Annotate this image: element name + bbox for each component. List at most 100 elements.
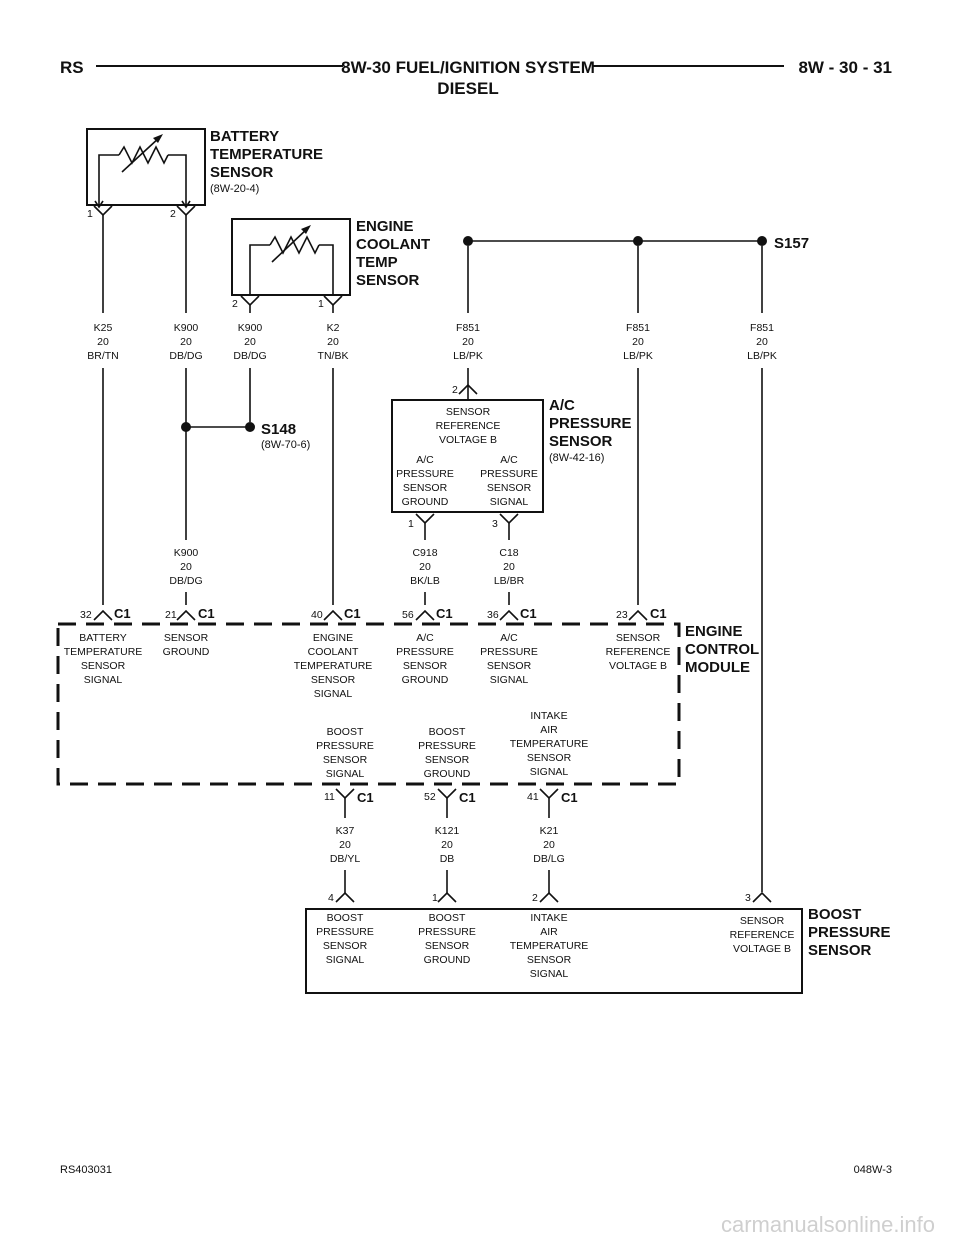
wire-color: LB/PK [623,350,653,362]
pin-number: 32 [80,609,92,621]
wire-circuit: F851 [626,322,650,334]
engine-control-module[interactable]: ENGINE CONTROL MODULE 32 C1 BATTERY TEMP… [56,606,759,805]
ecm-pin-21[interactable]: 21 C1 SENSOR GROUND [163,606,215,658]
connector-pin-symbol [539,891,559,903]
connector-pin-symbol [499,513,519,525]
connector-id: C1 [650,606,667,621]
pin-function-label: SIGNAL [314,688,353,700]
boost-pin-4[interactable]: 4 BOOST PRESSURE SENSOR SIGNAL [316,891,374,966]
wire-color: DB [440,853,455,865]
wire-label-k2: K2 20 TN/BK [318,322,349,362]
pin-function-label: GROUND [402,674,449,686]
pin-function-label: SENSOR [425,754,470,766]
pin-number: 4 [328,892,334,904]
pin-function-label: SIGNAL [326,954,365,966]
pin-number: 1 [318,298,324,310]
engine-coolant-temp-sensor[interactable]: ENGINE COOLANT TEMP SENSOR 2 1 [231,218,430,310]
thermistor-icon [269,235,320,255]
ecm-pin-56[interactable]: 56 C1 A/C PRESSURE SENSOR GROUND [396,606,454,686]
pin-function-label: BATTERY [79,632,126,644]
pin-function-label: PRESSURE [418,740,476,752]
pin-function-label: BOOST [327,912,364,924]
ac-pressure-sensor[interactable]: 2 SENSOR REFERENCE VOLTAGE B A/C PRESSUR… [391,383,632,530]
pin-number: 41 [527,791,539,803]
pin-function-label: SENSOR [740,915,785,927]
ecm-pin-36[interactable]: 36 C1 A/C PRESSURE SENSOR SIGNAL [480,606,538,686]
pin-function-label: TEMPERATURE [294,660,373,672]
pin-number: 36 [487,609,499,621]
wire-circuit: K900 [174,322,199,334]
ecm-pin-11[interactable]: BOOST PRESSURE SENSOR SIGNAL 11 C1 [316,726,374,805]
pin-function-label: BOOST [429,726,466,738]
boost-pin-3[interactable]: 3 SENSOR REFERENCE VOLTAGE B [730,891,795,955]
wire-gauge: 20 [503,561,515,573]
pin-function-label: SENSOR [323,940,368,952]
component-title-line: MODULE [685,659,750,676]
component-title-line: COOLANT [356,236,430,253]
wire-label-c18: C18 20 LB/BR [494,547,525,587]
pin-function-label: SIGNAL [326,768,365,780]
boost-pressure-sensor[interactable]: BOOST PRESSURE SENSOR 4 BOOST PRESSURE S… [305,891,891,994]
ac-sensor-box [391,399,544,513]
connector-id: C1 [459,790,476,805]
header-right: 8W - 30 - 31 [798,58,892,77]
ecm-pin-40[interactable]: 40 C1 ENGINE COOLANT TEMPERATURE SENSOR … [294,606,373,700]
ecm-pin-23[interactable]: 23 C1 SENSOR REFERENCE VOLTAGE B [606,606,671,672]
wire-label-f851-c: F851 20 LB/PK [747,322,777,362]
pin-function-label: PRESSURE [396,468,454,480]
pin-function-label: REFERENCE [730,929,795,941]
splice-dot [463,236,473,246]
ecm-pin-41[interactable]: INTAKE AIR TEMPERATURE SENSOR SIGNAL 41 … [510,710,589,805]
pin-function-label: INTAKE [530,710,567,722]
splice-label: S157 [774,235,809,252]
pin-number: 2 [532,892,538,904]
pin-function-label: PRESSURE [316,926,374,938]
pin-function-label: SENSOR [487,660,532,672]
boost-pin-2[interactable]: 2 INTAKE AIR TEMPERATURE SENSOR SIGNAL [510,891,589,980]
wires-top [102,215,763,892]
pin-number: 40 [311,609,323,621]
pin-function-label: A/C [500,454,518,466]
wire-gauge: 20 [327,336,339,348]
connector-pin-symbol [323,609,343,621]
connector-pin-symbol [176,609,196,621]
boost-pin-1[interactable]: 1 BOOST PRESSURE SENSOR GROUND [418,891,476,966]
connector-pin-symbol [499,609,519,621]
pin-function-label: A/C [416,454,434,466]
battery-temp-internal-pin2 [181,200,191,209]
wires-bottom [344,798,550,893]
component-title-line: BATTERY [210,128,279,145]
page-code: 048W-3 [854,1164,892,1176]
wires-ac-sensor [424,523,510,605]
wire-label-f851-a: F851 20 LB/PK [453,322,483,362]
splice-s157[interactable]: S157 [463,235,809,252]
pin-number: 23 [616,609,628,621]
pin-number: 11 [324,791,335,803]
wire-color: TN/BK [318,350,349,362]
header-left: RS [60,58,84,77]
pin-function-label: SENSOR [164,632,209,644]
page-header: RS 8W-30 FUEL/IGNITION SYSTEM DIESEL 8W … [60,58,892,98]
wire-gauge: 20 [441,839,453,851]
wire-gauge: 20 [543,839,555,851]
wire-color: LB/PK [453,350,483,362]
pin-function-label: GROUND [424,768,471,780]
wire-gauge: 20 [244,336,256,348]
pin-function-label: SIGNAL [530,968,569,980]
wire-label-k37: K37 20 DB/YL [330,825,361,865]
pin-function-label: GROUND [424,954,471,966]
ecm-pin-52[interactable]: BOOST PRESSURE SENSOR GROUND 52 C1 [418,726,476,805]
splice-s148[interactable]: S148 (8W-70-6) [181,421,310,451]
pin-number: 2 [170,208,176,220]
pin-function-label: VOLTAGE B [609,660,667,672]
pin-number: 1 [408,518,414,530]
wire-label-k21: K21 20 DB/LG [533,825,565,865]
ecm-pin-32[interactable]: 32 C1 BATTERY TEMPERATURE SENSOR SIGNAL [64,606,143,686]
watermark: carmanualsonline.info [721,1212,935,1237]
thermistor-arrowhead [153,134,163,143]
splice-dot [181,422,191,432]
connector-id: C1 [114,606,131,621]
connector-pin-symbol [437,891,457,903]
battery-temperature-sensor[interactable]: BATTERY TEMPERATURE SENSOR (8W-20-4) 1 2 [86,128,323,220]
